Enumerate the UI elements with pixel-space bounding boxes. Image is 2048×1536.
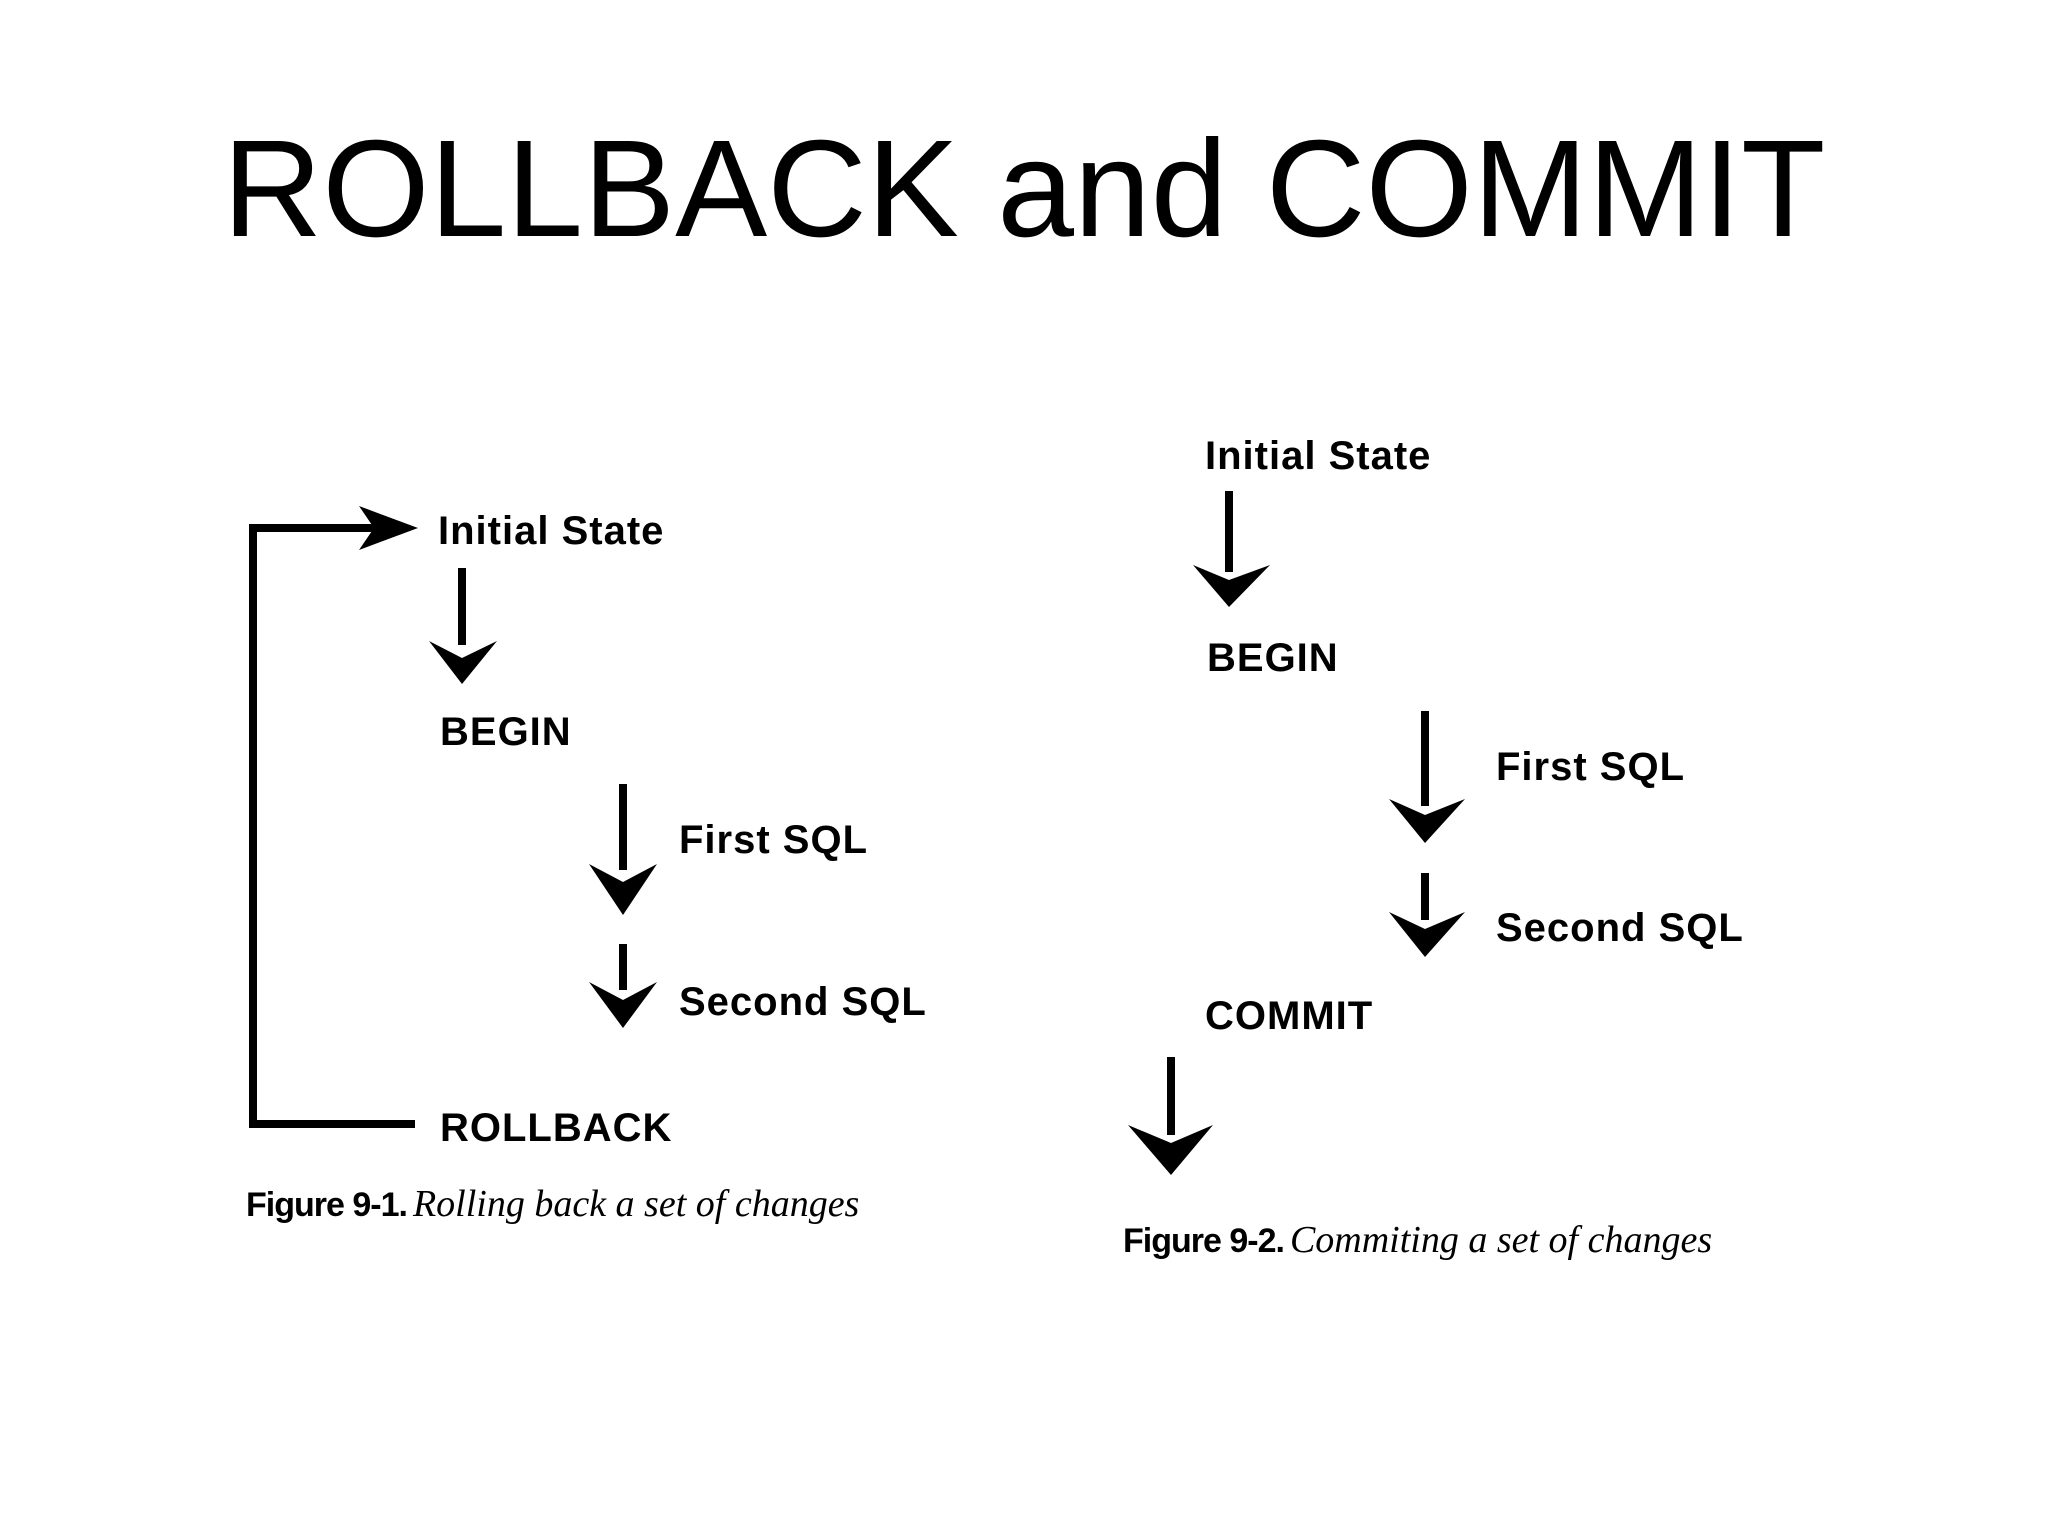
fig1-node-second-sql: Second SQL: [679, 980, 927, 1024]
slide-title: ROLLBACK and COMMIT: [222, 112, 1826, 266]
fig1-caption-label: Figure 9-1.: [246, 1186, 408, 1224]
fig2-node-begin: BEGIN: [1207, 636, 1339, 680]
fig2-arrow-begin-to-first-sql-head: [1389, 799, 1465, 843]
fig2-arrow-initial-to-begin-head: [1193, 565, 1270, 607]
fig2-caption-text: Commiting a set of changes: [1289, 1219, 1713, 1261]
fig2-node-first-sql: First SQL: [1496, 745, 1686, 789]
fig1-arrow-initial-to-begin-head: [429, 641, 497, 684]
rollback-loop-line: [249, 524, 415, 1128]
fig2-node-second-sql: Second SQL: [1496, 906, 1744, 950]
fig1-node-rollback: ROLLBACK: [440, 1106, 673, 1150]
fig1-node-initial-state: Initial State: [438, 509, 665, 553]
fig2-arrow-first-to-second-sql-head: [1389, 912, 1465, 957]
fig2-arrow-commit-down-head: [1128, 1125, 1213, 1175]
fig2-caption-label: Figure 9-2.: [1123, 1222, 1285, 1260]
fig1-caption: Figure 9-1.Rolling back a set of changes: [246, 1185, 859, 1223]
fig2-caption: Figure 9-2.Commiting a set of changes: [1123, 1221, 1712, 1259]
fig1-caption-text: Rolling back a set of changes: [412, 1183, 860, 1225]
fig2-node-initial-state: Initial State: [1205, 434, 1432, 478]
fig1-node-first-sql: First SQL: [679, 818, 869, 862]
fig2-node-commit: COMMIT: [1205, 994, 1374, 1038]
fig1-arrow-first-to-second-sql-head: [589, 982, 657, 1028]
rollback-loop-arrowhead: [359, 506, 418, 550]
fig1-node-begin: BEGIN: [440, 710, 572, 754]
fig1-arrow-begin-to-first-sql-head: [589, 864, 657, 915]
